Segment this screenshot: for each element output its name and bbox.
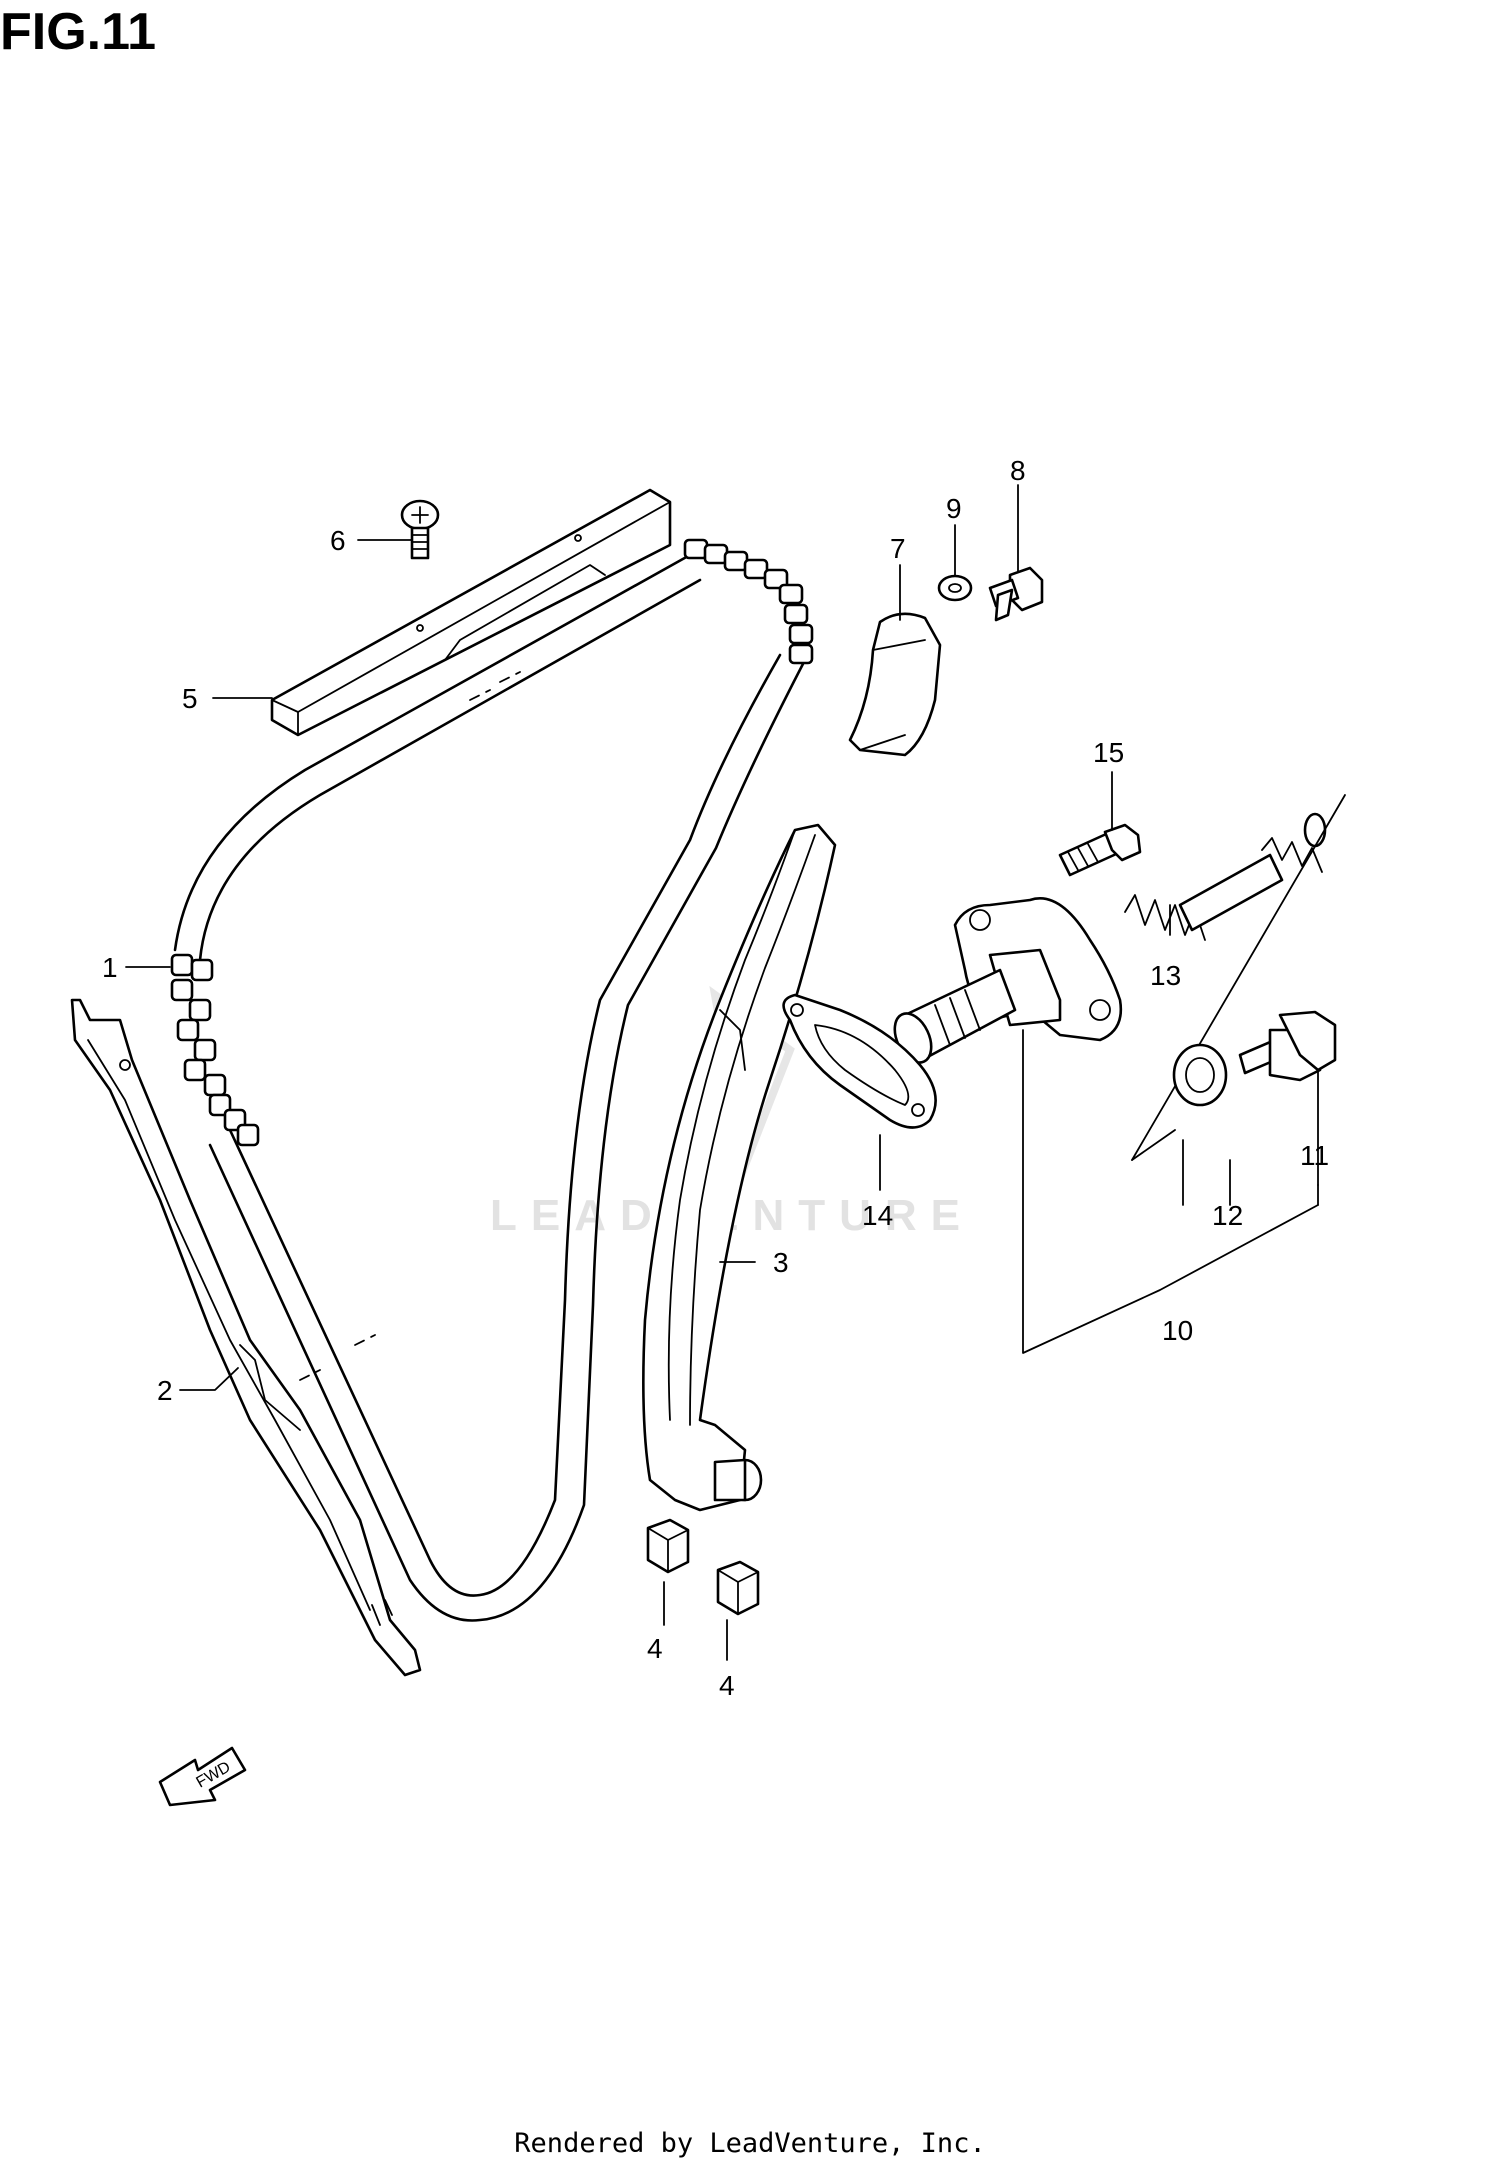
callout-15: 15 [1093,737,1124,768]
part-1-cam-chain[interactable] [170,538,814,1622]
leader-lines [125,484,1184,1661]
callout-14: 14 [862,1200,893,1231]
part-10-tensioner-body[interactable] [888,897,1123,1068]
part-8-bolt[interactable] [988,566,1044,622]
callout-2: 2 [157,1375,173,1406]
callout-9: 9 [946,493,962,524]
callout-13: 13 [1150,960,1181,991]
assembly-bracket-frame [1022,794,1346,1354]
part-13-spring[interactable] [1124,812,1327,941]
callout-3: 3 [773,1247,789,1278]
callout-11: 11 [1300,1140,1329,1171]
callout-4-right: 4 [719,1670,735,1701]
callout-12: 12 [1212,1200,1243,1231]
footer-credit: Rendered by LeadVenture, Inc. [514,2128,986,2159]
part-14-gasket[interactable] [782,993,937,1129]
part-4-damper-a[interactable] [646,1518,690,1574]
callout-10: 10 [1162,1315,1193,1346]
part-11-plug-bolt[interactable] [1238,1010,1337,1082]
part-2-rear-chain-guide[interactable] [70,998,422,1677]
callout-labels: 1 2 3 4 4 5 6 7 8 9 10 11 12 13 14 15 [102,455,1329,1701]
callout-4-left: 4 [647,1633,663,1664]
part-5-upper-chain-guide[interactable] [270,488,672,737]
part-9-washer[interactable] [937,574,973,602]
callout-5: 5 [182,683,198,714]
figure-title: FIG.11 [0,3,157,61]
callout-6: 6 [330,525,346,556]
callout-7: 7 [890,533,906,564]
forward-direction-arrow: FWD [158,1746,247,1807]
callout-1: 1 [102,952,118,983]
part-12-washer[interactable] [1172,1043,1228,1107]
part-4-damper-b[interactable] [716,1560,760,1616]
part-15-bolt[interactable] [1058,823,1142,877]
part-6-screw[interactable] [400,499,440,560]
part-3-tensioner-guide[interactable] [642,823,837,1512]
callout-8: 8 [1010,455,1026,486]
part-7-cushion[interactable] [848,612,942,757]
